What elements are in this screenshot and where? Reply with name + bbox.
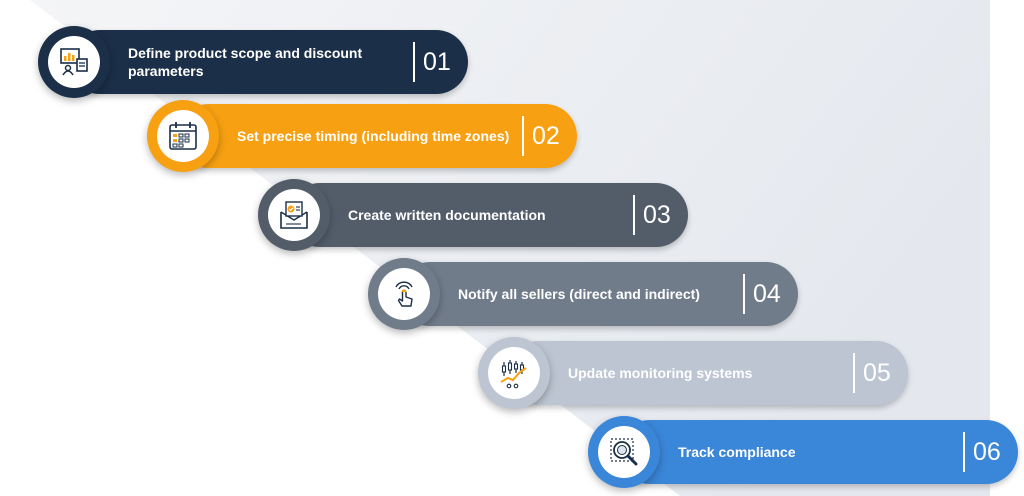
step-3-divider: [633, 195, 635, 235]
step-3-label: Create written documentation: [348, 207, 546, 223]
step-3-badge: [258, 179, 330, 251]
trend-chart-icon: [500, 360, 527, 389]
calendar-icon: [169, 122, 197, 150]
step-4-bar: [398, 262, 798, 326]
document-check-icon: [280, 201, 308, 229]
step-5-bar: [508, 341, 908, 405]
step-6-divider: [963, 432, 965, 472]
step-2: Set precise timing (including time zones…: [147, 100, 587, 172]
step-1-number: 01: [423, 47, 451, 76]
step-4-label: Notify all sellers (direct and indirect): [458, 286, 700, 302]
step-3-number: 03: [643, 200, 671, 229]
step-2-label: Set precise timing (including time zones…: [237, 128, 510, 144]
step-5-badge: [478, 337, 550, 409]
step-3-bar: [288, 183, 688, 247]
step-4-number: 04: [753, 279, 781, 308]
step-1-badge: [38, 26, 110, 98]
step-1-bar: [68, 30, 468, 94]
step-4: Notify all sellers (direct and indirect)…: [368, 258, 808, 330]
step-1-divider: [413, 42, 415, 82]
step-2-bar: [177, 104, 577, 168]
step-6-number: 06: [973, 437, 1001, 466]
step-4-badge: [368, 258, 440, 330]
step-4-divider: [743, 274, 745, 314]
step-1: Define product scope and discount parame…: [38, 26, 478, 98]
step-2-number: 02: [532, 121, 560, 150]
step-3: Create written documentation 03: [258, 179, 698, 251]
step-6-badge: [588, 416, 660, 488]
touch-notify-icon: [395, 281, 413, 307]
step-5-divider: [853, 353, 855, 393]
step-1-label: Define product scope and discount parame…: [128, 45, 363, 79]
step-5: Update monitoring systems 05: [478, 337, 918, 409]
product-chart-icon: [60, 48, 88, 76]
step-2-divider: [522, 116, 524, 156]
step-5-number: 05: [863, 358, 891, 387]
step-6: Track compliance 06: [588, 416, 1018, 488]
step-6-label: Track compliance: [678, 444, 796, 460]
step-5-label: Update monitoring systems: [568, 365, 753, 381]
step-6-bar: [618, 420, 1018, 484]
magnifier-icon: [610, 438, 638, 466]
step-2-badge: [147, 100, 219, 172]
